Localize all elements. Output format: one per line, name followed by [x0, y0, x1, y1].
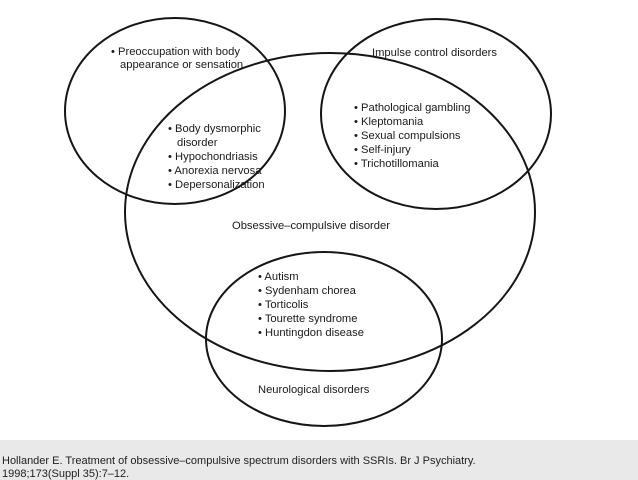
- impulse-item-1: • Pathological gambling: [354, 102, 471, 114]
- neuro-item-2: • Sydenham chorea: [258, 285, 357, 297]
- overlap-item-1: • Body dysmorphic: [168, 123, 261, 135]
- neurological-title: Neurological disorders: [258, 384, 370, 396]
- neuro-item-4: • Tourette syndrome: [258, 313, 357, 325]
- ocd-title: Obsessive–compulsive disorder: [232, 220, 390, 232]
- overlap-item-2: • Hypochondriasis: [168, 151, 258, 163]
- neurological-circle: [206, 252, 442, 426]
- citation-line-2: 1998;173(Suppl 35):7–12.: [2, 468, 636, 480]
- citation-line-1: Hollander E. Treatment of obsessive–comp…: [2, 455, 636, 468]
- impulse-item-3: • Sexual compulsions: [354, 130, 461, 142]
- venn-diagram: • Preoccupation with body appearance or …: [0, 0, 638, 440]
- overlap-item-1-cont: disorder: [177, 137, 218, 149]
- overlap-item-3: • Anorexia nervosa: [168, 165, 262, 177]
- impulse-item-5: • Trichotillomania: [354, 158, 440, 170]
- neuro-item-3: • Torticolis: [258, 299, 309, 311]
- impulse-item-4: • Self-injury: [354, 144, 411, 156]
- preoccupation-line-1: • Preoccupation with body: [111, 46, 240, 58]
- neuro-item-5: • Huntingdon disease: [258, 327, 364, 339]
- citation: Hollander E. Treatment of obsessive–comp…: [2, 455, 636, 480]
- impulse-control-title: Impulse control disorders: [372, 47, 497, 59]
- preoccupation-line-2: appearance or sensation: [120, 59, 243, 71]
- impulse-item-2: • Kleptomania: [354, 116, 424, 128]
- overlap-item-4: • Depersonalization: [168, 179, 265, 191]
- neuro-item-1: • Autism: [258, 271, 299, 283]
